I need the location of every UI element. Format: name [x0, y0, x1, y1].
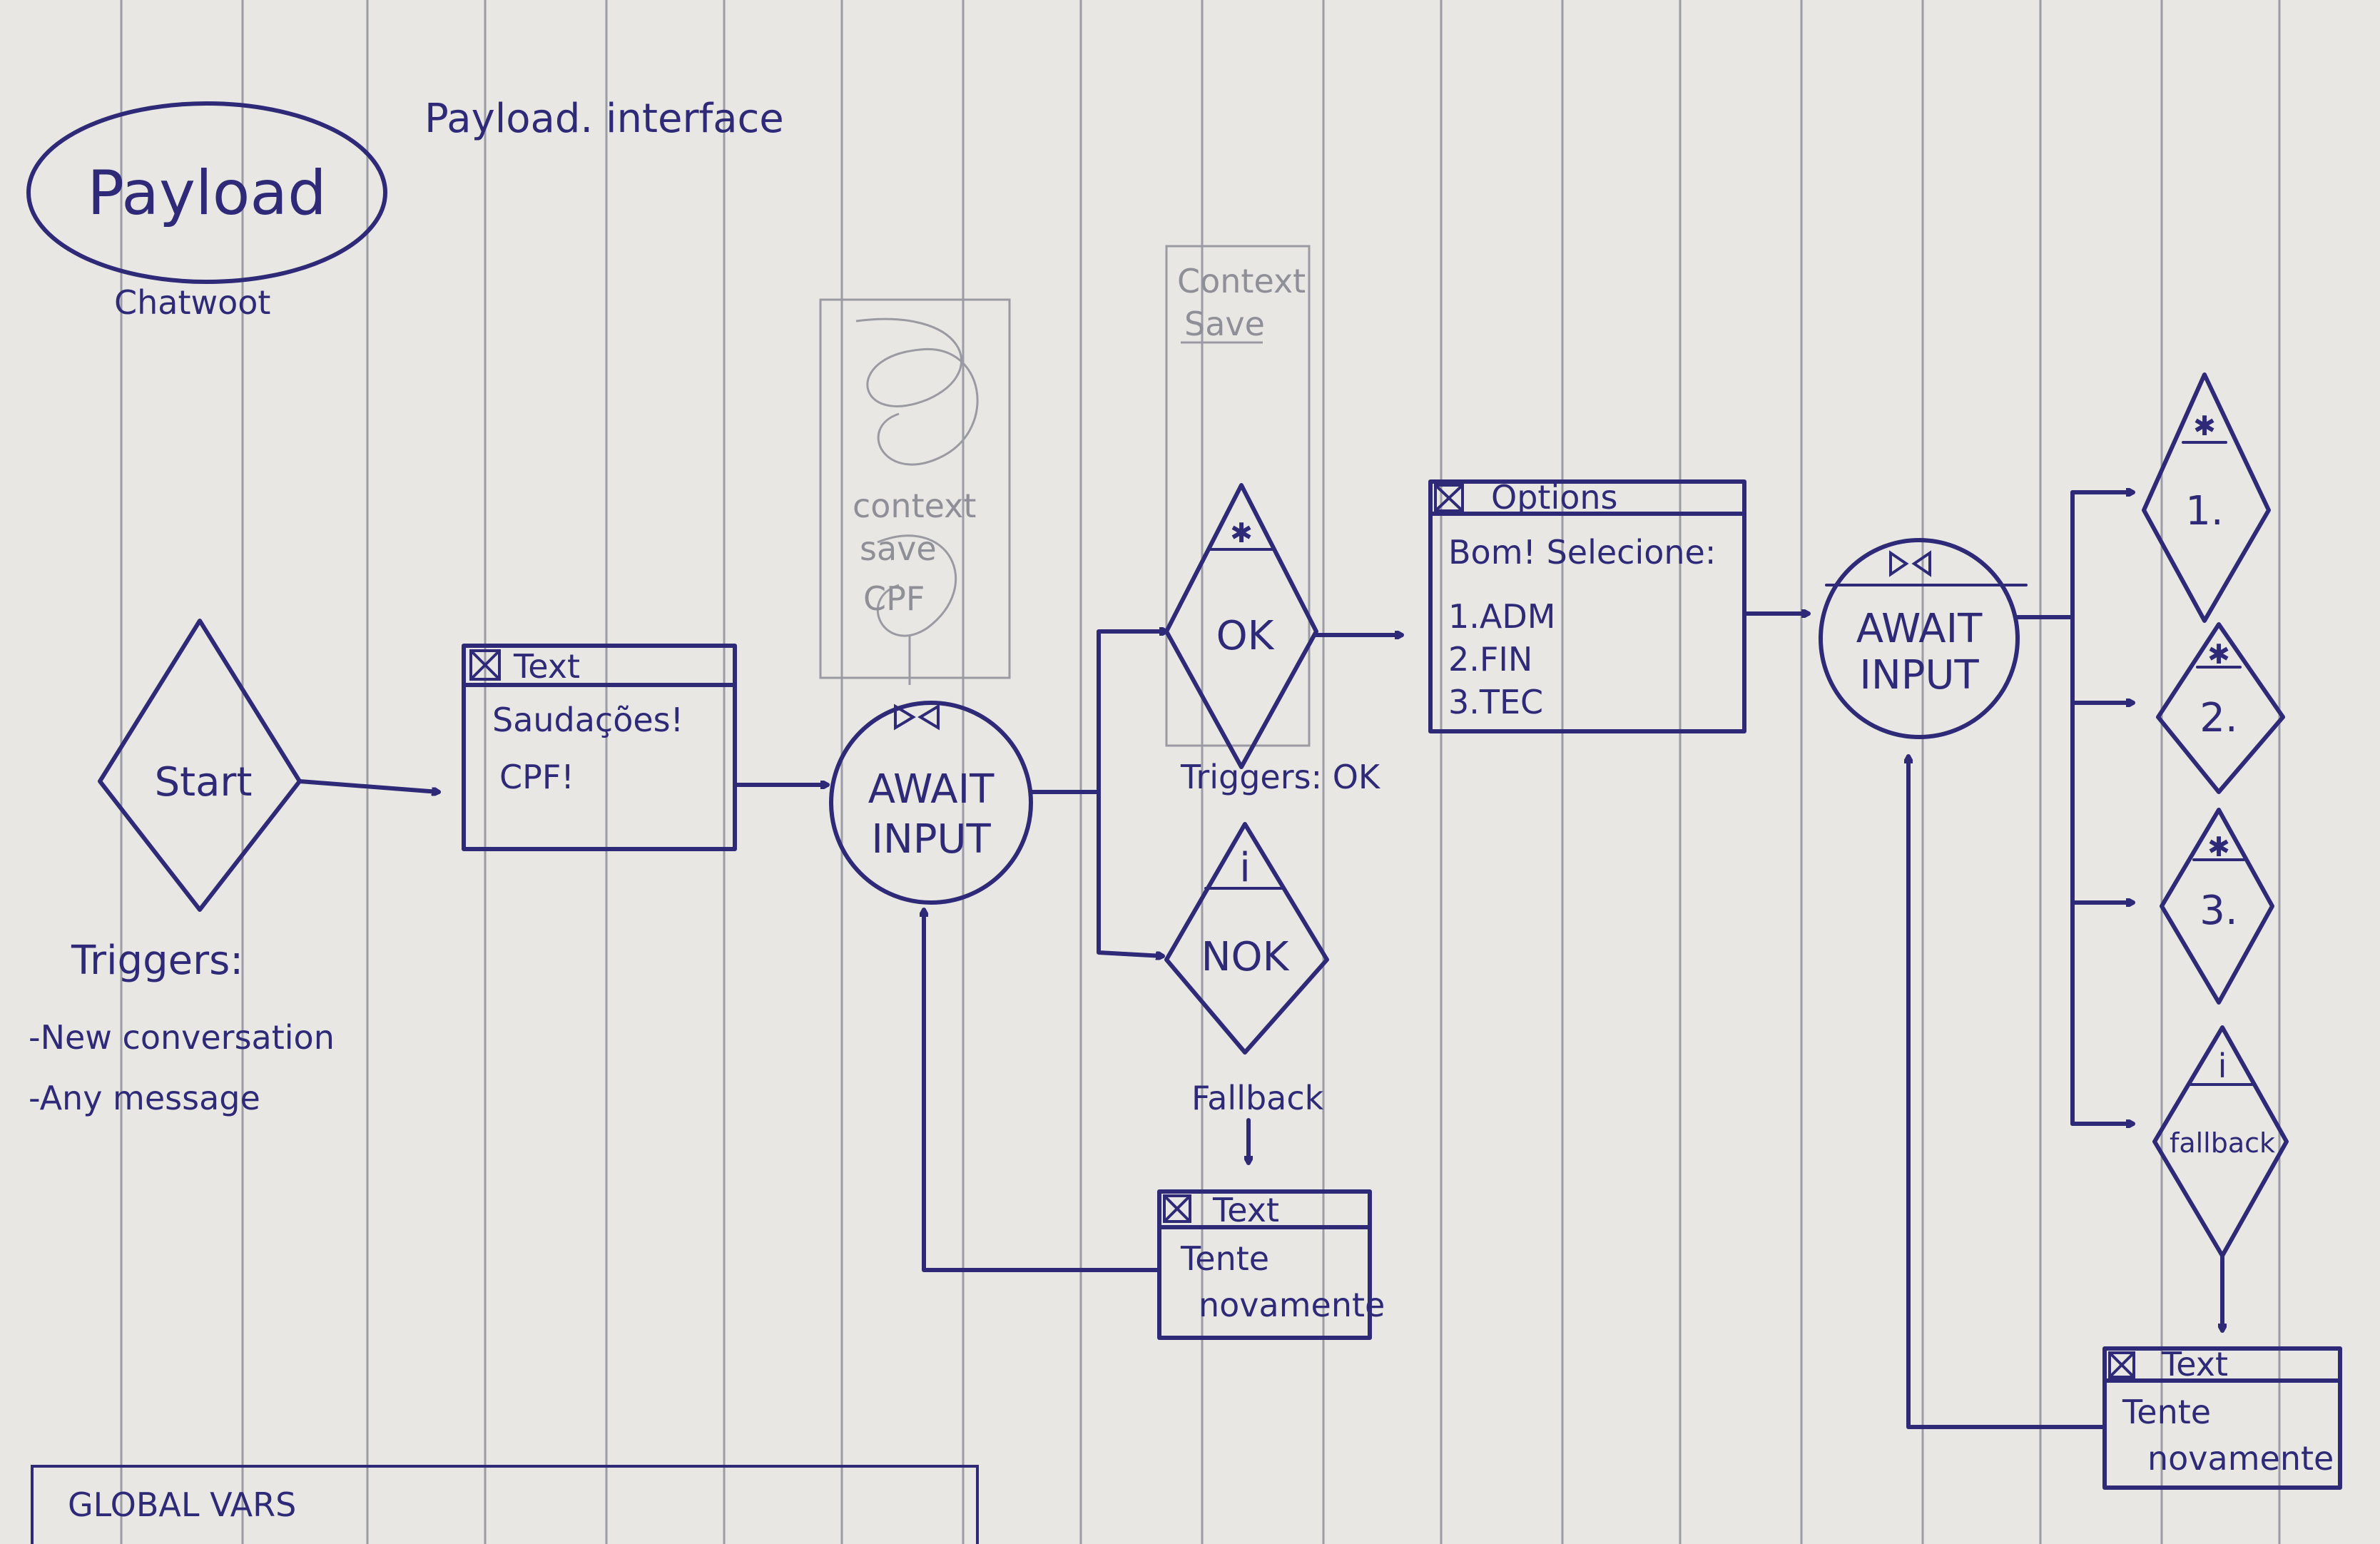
await2-label-1: AWAIT — [1856, 606, 1983, 652]
page-subtitle: Payload. interface — [424, 96, 784, 142]
await2-label-2: INPUT — [1859, 652, 1979, 699]
options-item-fin: 2.FIN — [1448, 640, 1532, 679]
await-label-2: INPUT — [871, 816, 991, 863]
asterisk-icon: ✱ — [2193, 410, 2216, 442]
trigger-any-message: -Any message — [29, 1079, 260, 1117]
payload-title-oval — [26, 101, 387, 284]
retry2-line-2: novamente — [2147, 1439, 2334, 1478]
info-icon: i — [1239, 845, 1251, 891]
paper-rules — [120, 0, 2281, 1544]
info-icon: i — [2218, 1047, 2227, 1085]
await-input-node-2[interactable]: AWAIT INPUT — [1819, 538, 2028, 739]
choice-node-fallback[interactable]: i fallback — [2152, 1025, 2289, 1258]
options-node[interactable]: Options Bom! Selecione: 1.ADM 2.FIN 3.TE… — [1428, 478, 1746, 733]
retry1-line-2: novamente — [1199, 1286, 1385, 1324]
global-vars-label: GLOBAL VARS — [68, 1485, 296, 1524]
text-node-retry-1[interactable]: Text Tente novamente — [1157, 1189, 1385, 1340]
context-line-1: context — [853, 487, 976, 525]
asterisk-icon: ✱ — [2207, 831, 2230, 863]
text-node-header: Text — [513, 647, 580, 686]
edge-await1-ok — [1029, 631, 1169, 794]
context-line-3: CPF — [863, 579, 925, 618]
options-item-tec: 3.TEC — [1448, 683, 1543, 721]
start-label: Start — [155, 759, 253, 806]
text-node-greeting[interactable]: Text Saudações! CPF! — [462, 644, 737, 851]
source-label: Chatwoot — [114, 283, 270, 322]
await2-branches — [2015, 492, 2135, 1124]
await-label-1: AWAIT — [868, 766, 995, 813]
page-title: Payload — [87, 158, 326, 229]
context2-line-2: Save — [1184, 305, 1265, 343]
edge-await1-nok — [1097, 790, 1165, 956]
context-save-note: Context Save — [1165, 245, 1311, 747]
ok-triggers-label: Triggers: OK — [1180, 758, 1381, 796]
options-prompt: Bom! Selecione: — [1448, 533, 1716, 572]
triggers-title: Triggers: — [71, 938, 243, 984]
asterisk-icon: ✱ — [1230, 517, 1253, 549]
start-node[interactable] — [98, 619, 302, 912]
ok-label: OK — [1216, 613, 1275, 659]
context-save-cpf-note: context save CPF — [819, 298, 1011, 685]
retry1-header: Text — [1212, 1191, 1279, 1229]
retry1-line-1: Tente — [1180, 1239, 1269, 1278]
trigger-new-conversation: -New conversation — [29, 1018, 335, 1057]
edge-retry1-await1 — [924, 908, 1161, 1272]
global-vars-box[interactable]: GLOBAL VARS — [31, 1465, 979, 1544]
options-item-adm: 1.ADM — [1448, 597, 1555, 636]
options-header: Options — [1491, 478, 1618, 517]
choice-node-2[interactable]: ✱ 2. — [2156, 622, 2285, 794]
choice-node-1[interactable]: ✱ 1. — [2142, 372, 2271, 623]
retry2-header: Text — [2161, 1345, 2228, 1383]
asterisk-icon: ✱ — [2207, 639, 2230, 670]
context-line-2: save — [860, 529, 937, 568]
fallback-label: Fallback — [1191, 1079, 1324, 1117]
nok-label: NOK — [1201, 934, 1290, 980]
text-line-greeting: Saudações! — [492, 701, 683, 739]
nok-node[interactable]: i NOK — [1164, 822, 1329, 1055]
context2-line-1: Context — [1177, 262, 1306, 300]
text-node-retry-2[interactable]: Text Tente novamente — [2102, 1345, 2342, 1490]
choice-label-2: 2. — [2200, 695, 2237, 741]
ok-node[interactable]: ✱ OK — [1164, 483, 1318, 769]
choice-label-fallback: fallback — [2170, 1127, 2275, 1159]
choice-label-1: 1. — [2185, 488, 2223, 534]
choice-label-3: 3. — [2200, 888, 2237, 934]
retry2-line-1: Tente — [2122, 1393, 2211, 1431]
choice-node-3[interactable]: ✱ 3. — [2160, 808, 2274, 1005]
edge-start-text1 — [298, 779, 441, 792]
text-line-cpf: CPF! — [499, 758, 574, 796]
edge-retry2-await2 — [1908, 754, 2107, 1429]
await-input-node-1[interactable]: AWAIT INPUT — [829, 701, 1033, 905]
